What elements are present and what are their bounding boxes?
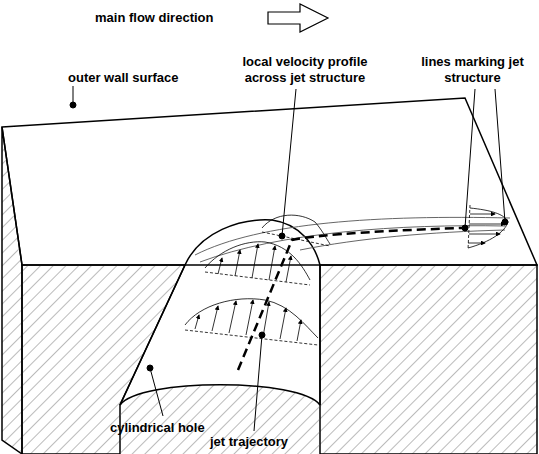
jet-lines-label: lines marking jet structure (410, 54, 535, 86)
trajectory-label: jet trajectory (210, 434, 350, 450)
hole-label: cylindrical hole (110, 420, 250, 436)
wall-surface-label: outer wall surface (68, 70, 218, 86)
flow-direction-label: main flow direction (95, 10, 265, 26)
velocity-profile-label: local velocity profile across jet struct… (225, 54, 385, 86)
